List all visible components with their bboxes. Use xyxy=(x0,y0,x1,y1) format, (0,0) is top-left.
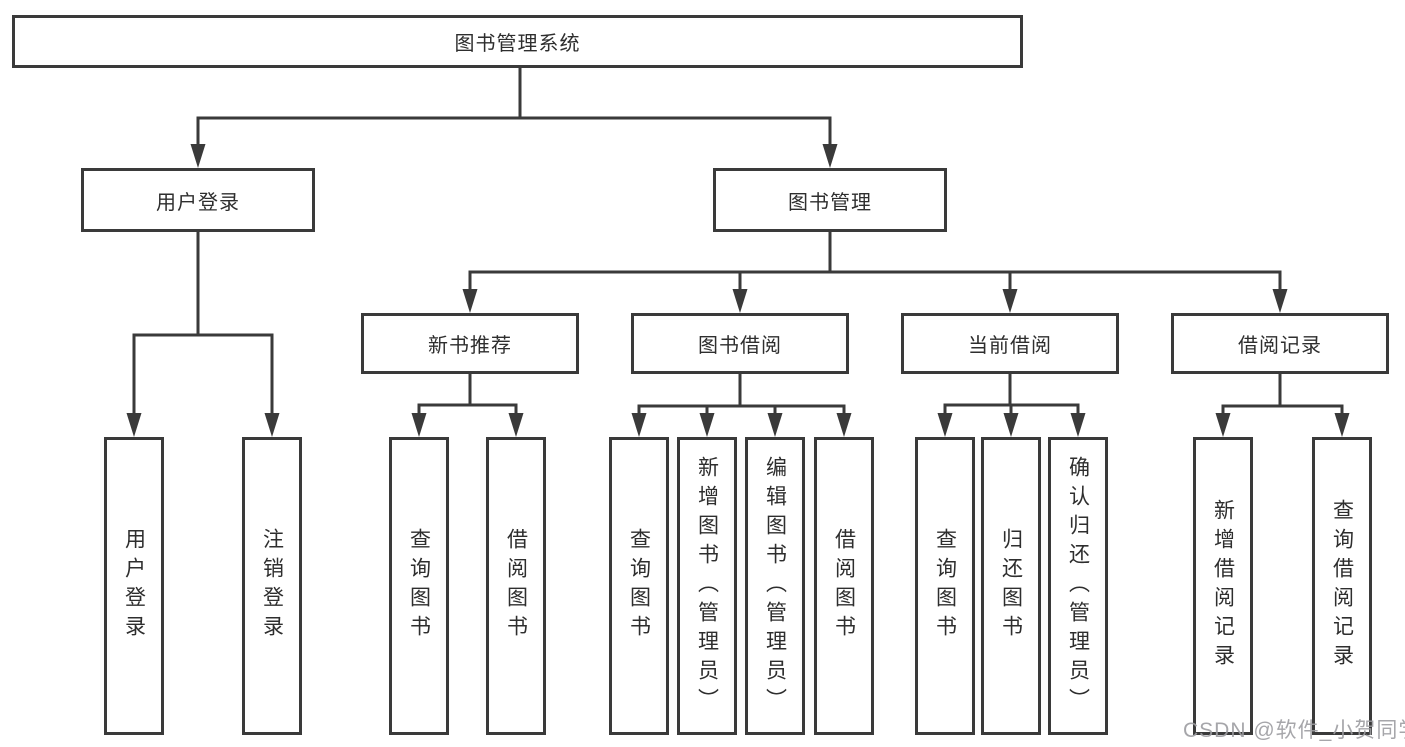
leaf-edit-book-admin: 编辑图书（管理员） xyxy=(745,437,805,735)
leaf-add-book-admin: 新增图书（管理员） xyxy=(677,437,737,735)
node-book-borrowing: 图书借阅 xyxy=(631,313,849,374)
leaf-return-book: 归还图书 xyxy=(981,437,1041,735)
leaf-query-borrow-record-label: 查询借阅记录 xyxy=(1330,499,1354,673)
leaf-borrow-book-label: 借阅图书 xyxy=(832,528,856,644)
leaf-confirm-return-admin-label: 确认归还（管理员） xyxy=(1066,455,1090,717)
leaf-add-book-admin-label: 新增图书（管理员） xyxy=(695,455,719,717)
leaf-rec-query-book-label: 查询图书 xyxy=(407,528,431,644)
node-new-book-recommend: 新书推荐 xyxy=(361,313,579,374)
node-root: 图书管理系统 xyxy=(12,15,1023,68)
leaf-confirm-return-admin: 确认归还（管理员） xyxy=(1048,437,1108,735)
leaf-edit-book-admin-label: 编辑图书（管理员） xyxy=(763,455,787,717)
leaf-rec-borrow-book-label: 借阅图书 xyxy=(504,528,528,644)
node-current-borrowing-label: 当前借阅 xyxy=(968,335,1052,357)
leaf-borrow-query-book-label: 查询图书 xyxy=(627,528,651,644)
leaf-user-login: 用户登录 xyxy=(104,437,164,735)
node-borrowing-records: 借阅记录 xyxy=(1171,313,1389,374)
connector-segments xyxy=(132,67,1344,419)
node-book-management: 图书管理 xyxy=(713,168,947,232)
node-book-borrowing-label: 图书借阅 xyxy=(698,335,782,357)
node-borrowing-records-label: 借阅记录 xyxy=(1238,335,1322,357)
leaf-current-query-book-label: 查询图书 xyxy=(933,528,957,644)
leaf-add-borrow-record: 新增借阅记录 xyxy=(1193,437,1253,735)
leaf-borrow-book: 借阅图书 xyxy=(814,437,874,735)
node-current-borrowing: 当前借阅 xyxy=(901,313,1119,374)
leaf-borrow-query-book: 查询图书 xyxy=(609,437,669,735)
node-user-login-label: 用户登录 xyxy=(156,191,240,214)
leaf-current-query-book: 查询图书 xyxy=(915,437,975,735)
leaf-add-borrow-record-label: 新增借阅记录 xyxy=(1211,499,1235,673)
leaf-rec-borrow-book: 借阅图书 xyxy=(486,437,546,735)
leaf-return-book-label: 归还图书 xyxy=(999,528,1023,644)
connector-arrowheads xyxy=(126,144,1350,437)
leaf-logout-label: 注销登录 xyxy=(260,528,284,644)
node-root-label: 图书管理系统 xyxy=(454,33,581,55)
node-book-management-label: 图书管理 xyxy=(788,191,872,214)
leaf-user-login-label: 用户登录 xyxy=(122,528,146,644)
leaf-query-borrow-record: 查询借阅记录 xyxy=(1312,437,1372,735)
node-new-book-recommend-label: 新书推荐 xyxy=(428,335,512,357)
leaf-logout: 注销登录 xyxy=(242,437,302,735)
node-user-login: 用户登录 xyxy=(81,168,315,232)
csdn-watermark: CSDN @软件_小贺同学 xyxy=(1183,719,1405,742)
leaf-rec-query-book: 查询图书 xyxy=(389,437,449,735)
